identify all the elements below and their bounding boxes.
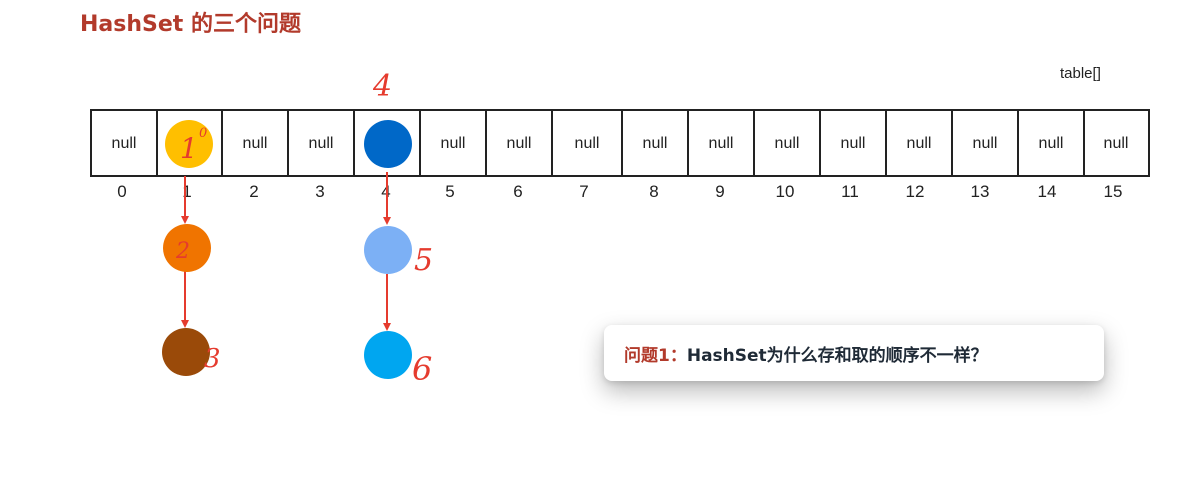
index-7: 7 bbox=[579, 182, 588, 201]
handwritten-1-sup: 0 bbox=[199, 126, 207, 141]
index-10: 10 bbox=[776, 182, 795, 201]
cell-14: null bbox=[1039, 135, 1064, 152]
node-1 bbox=[165, 120, 213, 168]
cell-15: null bbox=[1104, 135, 1129, 152]
index-13: 13 bbox=[971, 182, 990, 201]
index-9: 9 bbox=[715, 182, 724, 201]
table-border bbox=[90, 109, 1150, 177]
node-5 bbox=[364, 226, 412, 274]
index-2: 2 bbox=[249, 182, 258, 201]
index-11: 11 bbox=[841, 182, 859, 201]
handwritten-3: 3 bbox=[204, 344, 221, 374]
index-1: 1 bbox=[182, 182, 191, 201]
cell-13: null bbox=[973, 135, 998, 152]
index-12: 12 bbox=[906, 182, 925, 201]
question-callout: 问题1： HashSet为什么存和取的顺序不一样？ bbox=[604, 325, 1104, 381]
cell-3: null bbox=[309, 135, 334, 152]
cell-8: null bbox=[643, 135, 668, 152]
question-text: HashSet为什么存和取的顺序不一样？ bbox=[686, 345, 988, 366]
cell-6: null bbox=[507, 135, 532, 152]
node-4 bbox=[364, 120, 412, 168]
index-8: 8 bbox=[649, 182, 658, 201]
index-15: 15 bbox=[1104, 182, 1123, 201]
node-3 bbox=[162, 328, 210, 376]
node-2 bbox=[163, 224, 211, 272]
page-title: HashSet 的三个问题 bbox=[80, 12, 301, 37]
handwritten-2: 2 bbox=[175, 239, 190, 264]
cell-12: null bbox=[907, 135, 932, 152]
handwritten-1: 1 bbox=[180, 132, 198, 165]
handwritten-top-4: 4 bbox=[372, 69, 392, 104]
cell-11: null bbox=[841, 135, 866, 152]
index-14: 14 bbox=[1038, 182, 1057, 201]
cell-10: null bbox=[775, 135, 800, 152]
chain-arrows bbox=[181, 172, 391, 331]
cell-5: null bbox=[441, 135, 466, 152]
index-6: 6 bbox=[513, 182, 522, 201]
node-6 bbox=[364, 331, 412, 379]
index-3: 3 bbox=[315, 182, 324, 201]
question-lead: 问题1： bbox=[624, 345, 687, 366]
cell-2: null bbox=[243, 135, 268, 152]
handwritten-5: 5 bbox=[414, 243, 433, 278]
cell-7: null bbox=[575, 135, 600, 152]
handwritten-6: 6 bbox=[412, 350, 432, 388]
table-array bbox=[90, 109, 1150, 177]
index-5: 5 bbox=[445, 182, 454, 201]
cell-0: null bbox=[112, 135, 137, 152]
cell-9: null bbox=[709, 135, 734, 152]
table-label: table[] bbox=[1060, 65, 1101, 82]
index-0: 0 bbox=[117, 182, 126, 201]
